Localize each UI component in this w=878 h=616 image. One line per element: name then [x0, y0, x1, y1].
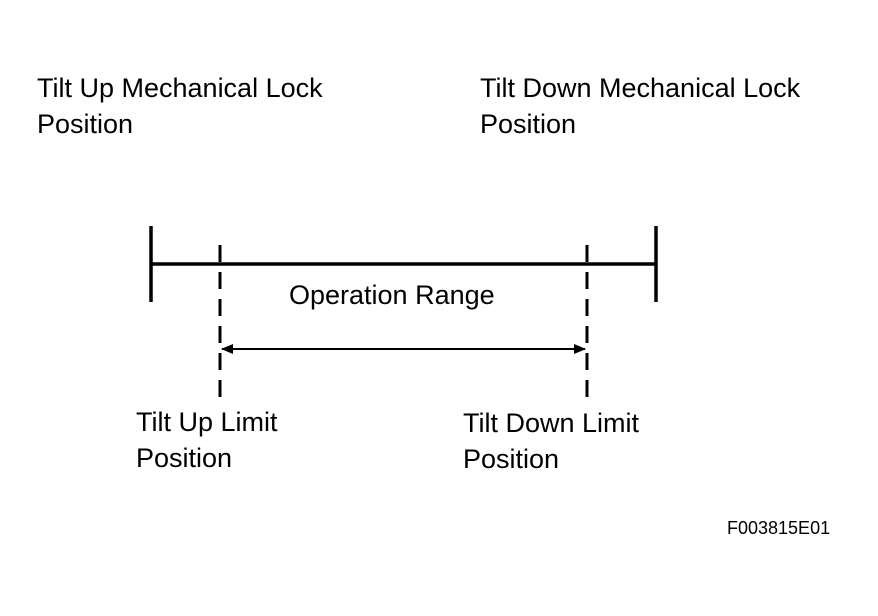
tilt-down-mechanical-lock-label: Tilt Down Mechanical Lock Position [480, 70, 800, 142]
tilt-down-mechanical-lock-line-1: Tilt Down Mechanical Lock [480, 73, 801, 103]
tilt-up-mechanical-lock-line-1: Tilt Up Mechanical Lock [37, 73, 323, 103]
tilt-up-mechanical-lock-label: Tilt Up Mechanical Lock Position [37, 70, 323, 142]
tilt-down-limit-line-1: Tilt Down Limit [463, 408, 640, 438]
figure-code: F003815E01 [727, 518, 831, 538]
tilt-down-mechanical-lock-line-2: Position [480, 109, 577, 139]
tilt-up-limit-label: Tilt Up Limit Position [136, 404, 278, 476]
operation-range-label: Operation Range [289, 280, 495, 310]
tilt-down-limit-line-2: Position [463, 444, 560, 474]
tilt-up-mechanical-lock-line-2: Position [37, 109, 134, 139]
tilt-up-limit-line-1: Tilt Up Limit [136, 407, 278, 437]
tilt-down-limit-label: Tilt Down Limit Position [463, 405, 639, 477]
tilt-up-limit-line-2: Position [136, 443, 233, 473]
